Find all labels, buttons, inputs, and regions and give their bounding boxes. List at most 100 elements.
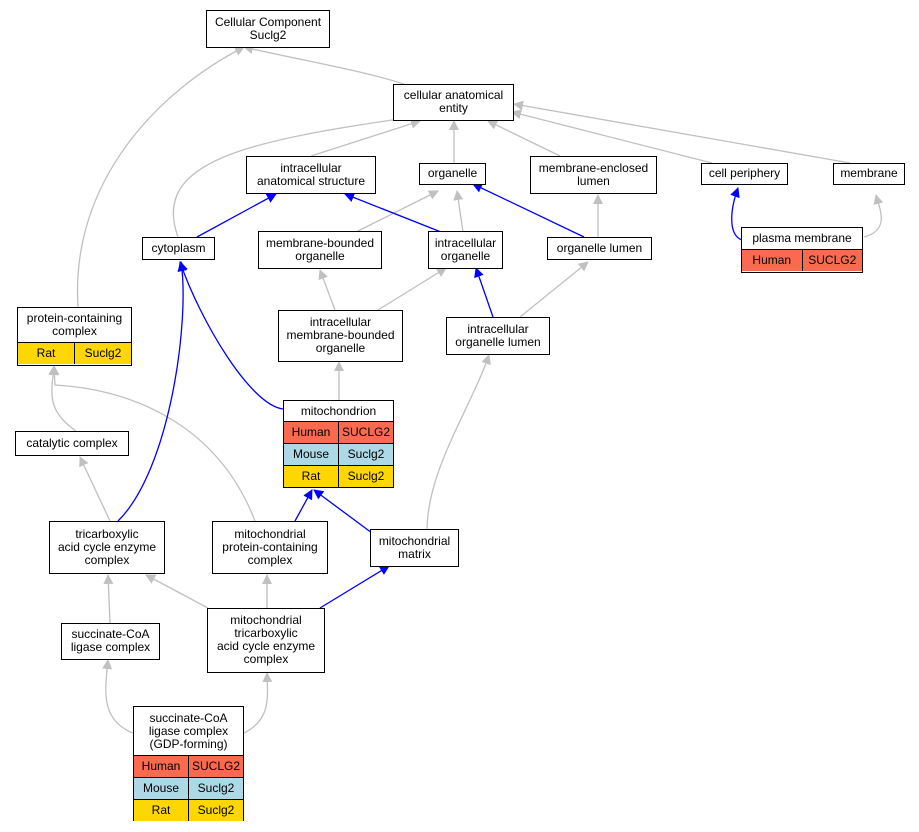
node-cytoplasm[interactable]: cytoplasm <box>142 237 215 260</box>
gene-cell: Suclg2 <box>338 444 393 465</box>
node-label: membrane-enclosed lumen <box>538 160 649 188</box>
edge-imbo-to-mbo <box>318 269 336 311</box>
node-label: succinate-CoA ligase complex (GDP-formin… <box>148 710 229 751</box>
annotation-row: Mouse Suclg2 <box>134 777 243 799</box>
species-cell: Mouse <box>134 778 188 799</box>
edge-iol-to-io <box>474 267 494 318</box>
annotation-row: Rat Suclg2 <box>284 465 393 487</box>
node-membrane-bounded-organelle[interactable]: membrane-bounded organelle <box>258 231 382 269</box>
species-cell: Rat <box>284 466 338 487</box>
node-label: succinate-CoA ligase complex <box>70 627 151 654</box>
edge-mmat-to-iol <box>426 354 491 532</box>
gene-cell: SUCLG2 <box>188 756 243 777</box>
edge-cp-to-cae <box>511 109 713 164</box>
edge-cyto-to-ias <box>196 193 277 238</box>
node-label: Cellular Component Suclg2 <box>214 14 322 42</box>
node-mitochondrial-tca-enzyme-complex[interactable]: mitochondrial tricarboxylic acid cycle e… <box>207 608 325 673</box>
species-cell: Rat <box>18 343 74 364</box>
edge-mem-to-cae <box>513 100 851 164</box>
edge-cyto-to-cae <box>172 112 421 238</box>
node-mitochondrial-matrix[interactable]: mitochondrial matrix <box>370 529 459 567</box>
edge-io-to-org <box>453 190 464 233</box>
edge-mbo-to-org <box>353 190 439 234</box>
node-label: intracellular organelle lumen <box>455 321 541 349</box>
node-cell-periphery[interactable]: cell periphery <box>701 163 788 185</box>
edge-tca-to-catc <box>79 456 111 522</box>
gene-cell: Suclg2 <box>188 778 243 799</box>
species-cell: Human <box>134 756 188 777</box>
node-organelle[interactable]: organelle <box>419 163 486 185</box>
edge-iol-to-ol <box>519 261 589 318</box>
edge-pcc-to-cc <box>76 46 245 308</box>
edge-mpcc-to-mito <box>294 489 313 522</box>
node-mitochondrion[interactable]: mitochondrion Human SUCLG2 Mouse Suclg2 … <box>283 400 394 488</box>
node-plasma-membrane[interactable]: plasma membrane Human SUCLG2 <box>741 227 863 273</box>
node-succinate-coa-ligase-complex-gdp-forming[interactable]: succinate-CoA ligase complex (GDP-formin… <box>133 706 244 821</box>
edge-ias-to-cae <box>310 118 421 157</box>
node-label: organelle lumen <box>556 240 643 255</box>
node-membrane-enclosed-lumen[interactable]: membrane-enclosed lumen <box>530 156 657 194</box>
gene-cell: Suclg2 <box>338 466 393 487</box>
gene-cell: Suclg2 <box>188 800 243 821</box>
node-cellular-component[interactable]: Cellular Component Suclg2 <box>206 10 330 48</box>
node-label: protein-containing complex <box>26 311 123 338</box>
node-label: catalytic complex <box>26 435 118 450</box>
species-cell: Human <box>742 250 802 271</box>
edge-gdp-to-mtca <box>243 672 273 734</box>
node-protein-containing-complex[interactable]: protein-containing complex Rat Suclg2 <box>17 307 132 366</box>
gene-cell: Suclg2 <box>74 343 131 364</box>
edge-mem-to-pm <box>863 194 884 238</box>
edge-mito-to-cyto <box>178 261 284 410</box>
edge-io-to-ias <box>344 192 442 233</box>
node-mitochondrial-protein-containing-complex[interactable]: mitochondrial protein-containing complex <box>212 521 328 574</box>
node-intracellular-organelle-lumen[interactable]: intracellular organelle lumen <box>446 317 550 355</box>
edge-cc-to-pcc <box>48 365 77 432</box>
node-label: tricarboxylic acid cycle enzyme complex <box>57 526 157 567</box>
node-intracellular-anatomical-structure[interactable]: intracellular anatomical structure <box>246 156 376 194</box>
edge-ol-to-org <box>472 183 585 238</box>
node-label: intracellular membrane-bounded organelle <box>286 315 395 355</box>
node-label: cellular anatomical entity <box>403 88 504 115</box>
annotation-row: Human SUCLG2 <box>742 249 862 271</box>
node-succinate-coa-ligase-complex[interactable]: succinate-CoA ligase complex <box>61 623 160 660</box>
edge-pm-to-cp <box>730 187 743 241</box>
node-label: membrane <box>840 166 898 180</box>
annotation-row: Rat Suclg2 <box>18 342 131 364</box>
annotation-row: Mouse Suclg2 <box>284 443 393 465</box>
edge-tca-to-cyto <box>117 261 188 522</box>
is-a-edges <box>48 44 884 734</box>
species-cell: Human <box>284 422 338 443</box>
edge-imbo-to-io <box>377 267 447 311</box>
edge-gdp-to-scl <box>102 659 134 734</box>
node-label: cytoplasm <box>151 240 206 255</box>
edge-mel-to-cae <box>487 120 561 157</box>
node-membrane[interactable]: membrane <box>833 163 905 185</box>
node-label: mitochondrial tricarboxylic acid cycle e… <box>216 613 316 666</box>
node-label: intracellular anatomical structure <box>256 160 366 188</box>
gene-cell: SUCLG2 <box>338 422 393 443</box>
node-label: mitochondrion <box>300 403 377 418</box>
node-label: mitochondrial matrix <box>378 533 451 561</box>
node-tricarboxylic-acid-cycle-enzyme-complex[interactable]: tricarboxylic acid cycle enzyme complex <box>49 521 165 574</box>
node-organelle-lumen[interactable]: organelle lumen <box>547 237 652 260</box>
annotation-row: Rat Suclg2 <box>134 799 243 821</box>
node-catalytic-complex[interactable]: catalytic complex <box>15 431 129 456</box>
node-intracellular-membrane-bounded-organelle[interactable]: intracellular membrane-bounded organelle <box>278 310 403 362</box>
node-label: plasma membrane <box>752 231 852 245</box>
edge-scl-to-tca <box>103 574 114 624</box>
node-label: membrane-bounded organelle <box>265 235 375 263</box>
node-label: intracellular organelle <box>434 235 497 263</box>
node-label: mitochondrial protein-containing complex <box>222 526 318 567</box>
node-cellular-anatomical-entity[interactable]: cellular anatomical entity <box>393 84 514 121</box>
species-cell: Mouse <box>284 444 338 465</box>
species-cell: Rat <box>134 800 188 821</box>
annotation-row: Human SUCLG2 <box>134 755 243 777</box>
part-of-edges <box>117 183 743 609</box>
edge-cae-to-cc <box>243 44 405 85</box>
annotation-row: Human SUCLG2 <box>284 421 393 443</box>
gene-cell: SUCLG2 <box>801 250 862 271</box>
node-intracellular-organelle[interactable]: intracellular organelle <box>428 231 503 269</box>
edge-mtca-to-tca <box>145 574 209 609</box>
